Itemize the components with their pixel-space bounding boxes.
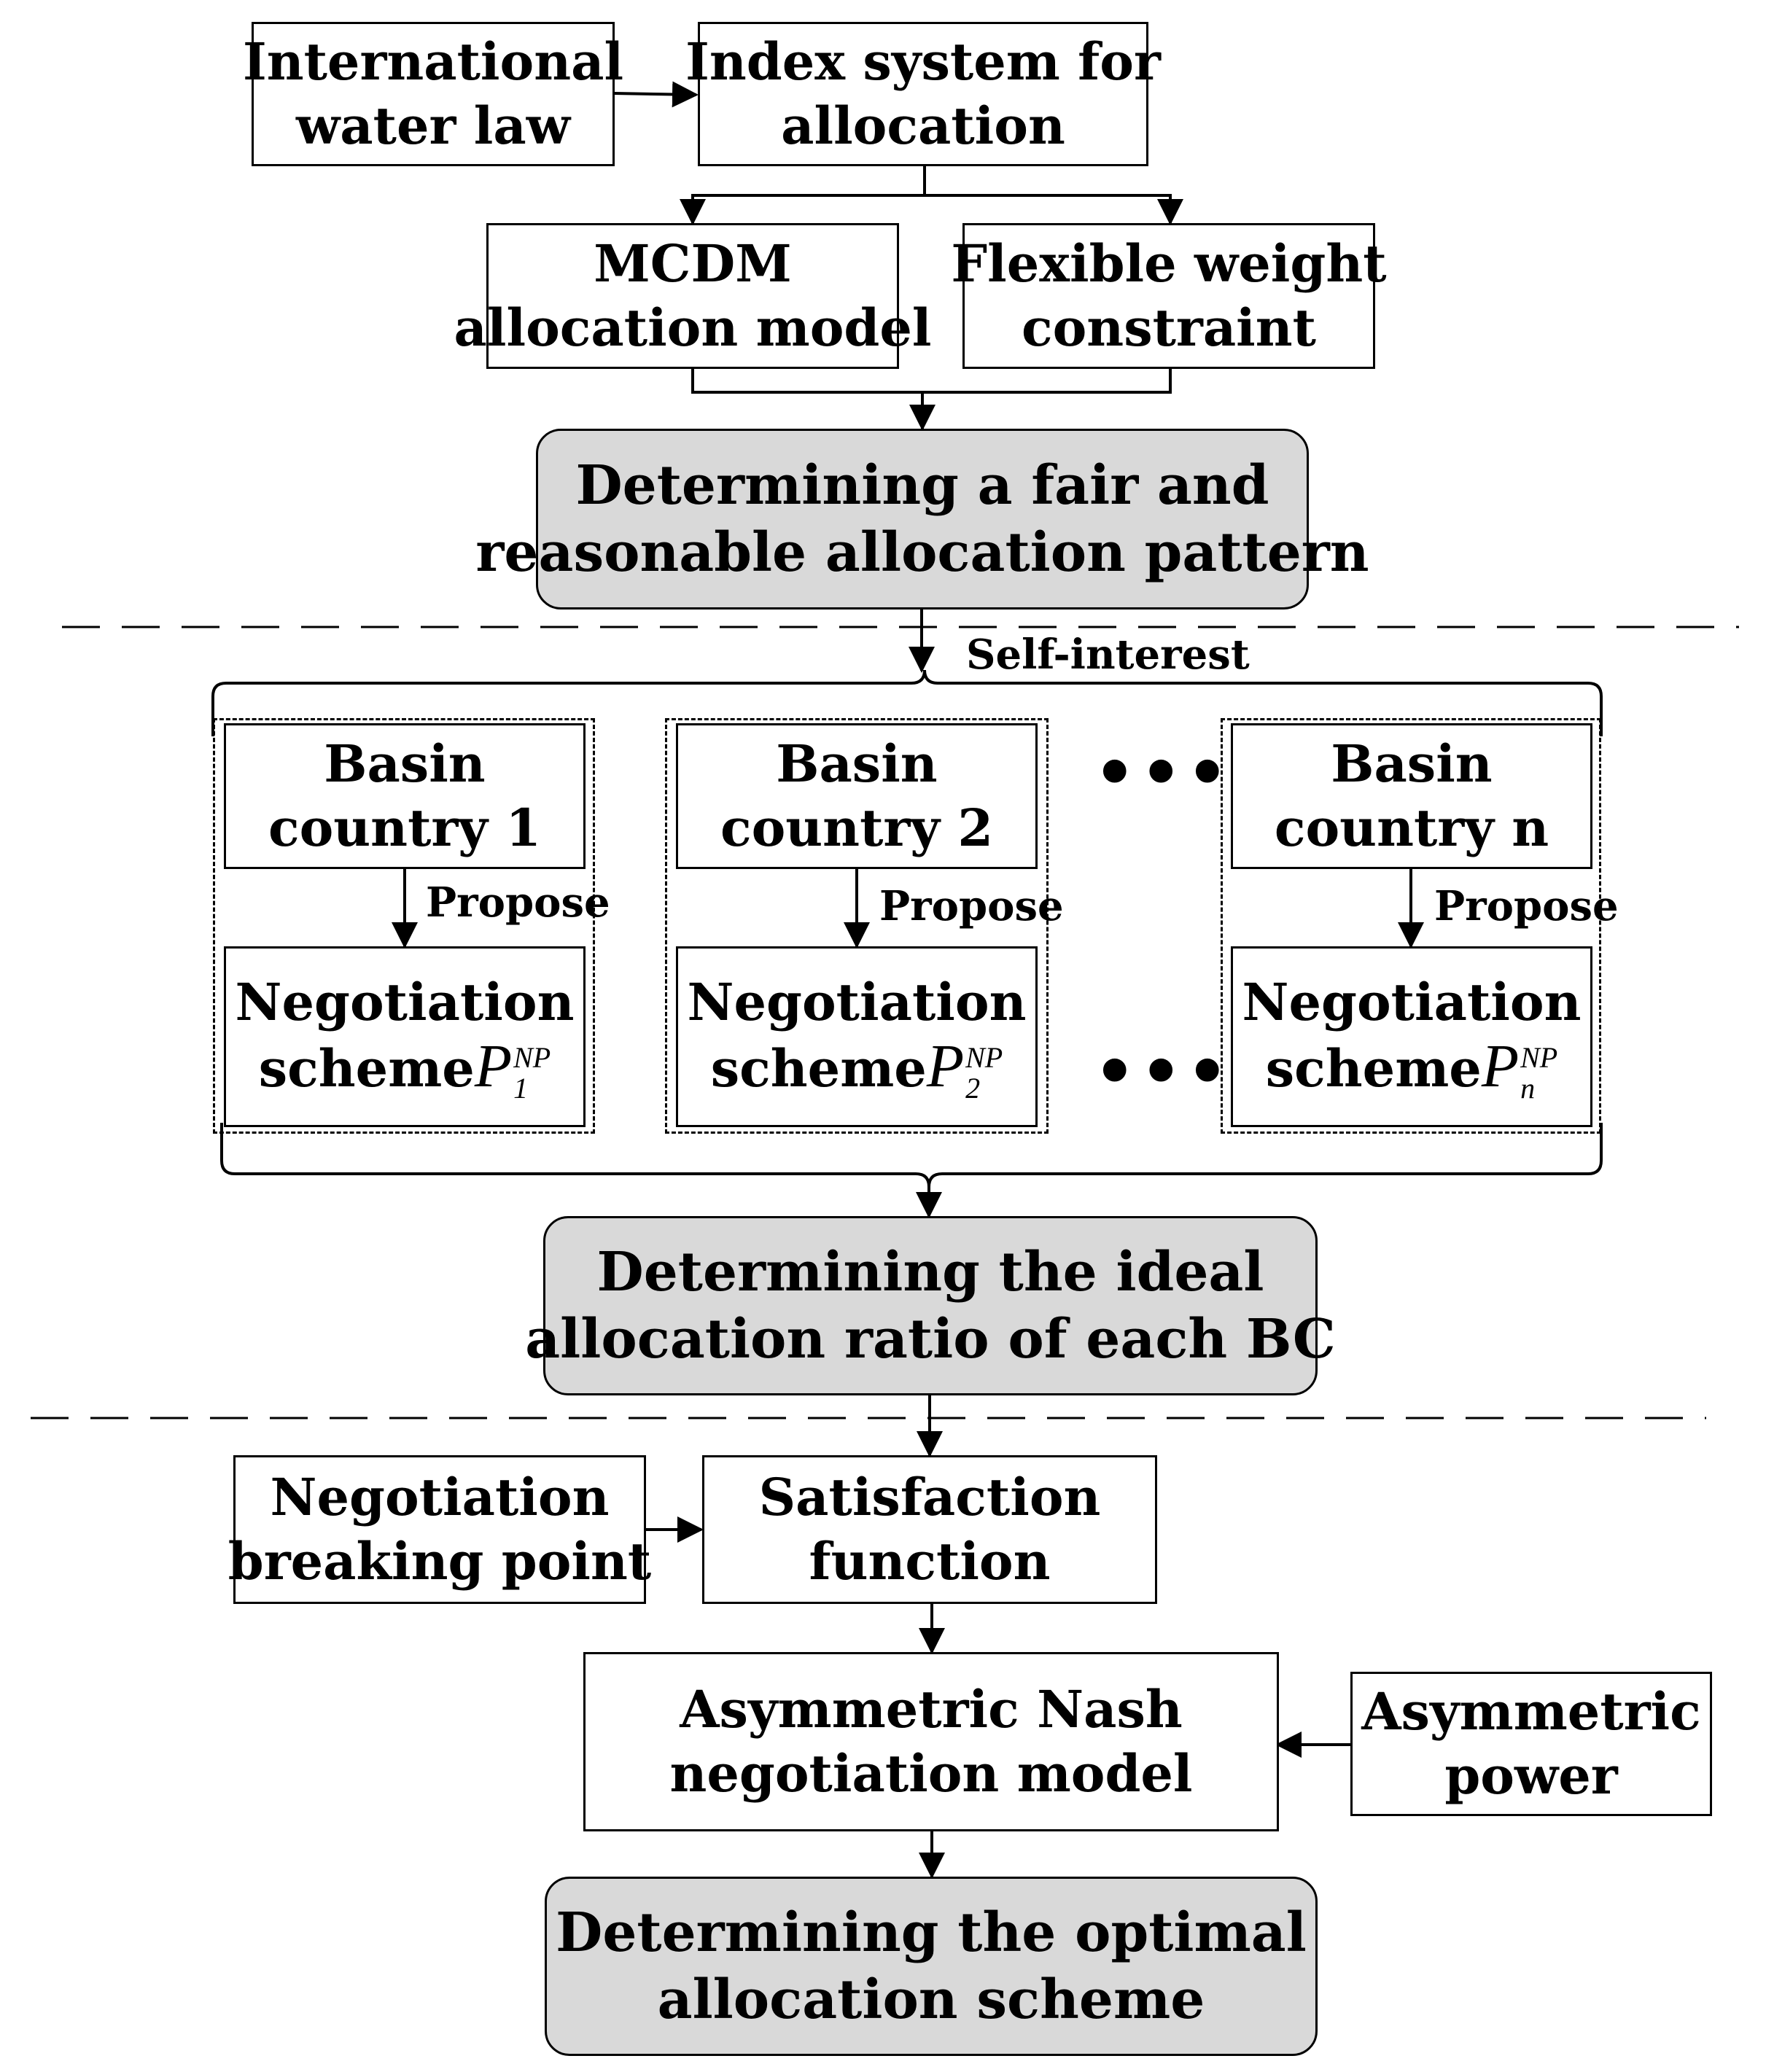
box-line: water law [296,96,570,156]
country-group-2 [665,718,1049,1134]
optimal-scheme-result: Determining the optimal allocation schem… [545,1877,1318,2056]
connector-index-split-right [925,194,1183,225]
box-line: country 1 [268,798,542,858]
scheme-word: scheme [258,1037,475,1099]
basin-country-2-box: Basin country 2 [676,723,1038,869]
superscript: NP [513,1040,551,1074]
p-symbol: P [474,1032,513,1100]
subscript: 2 [965,1071,981,1105]
box-line: Determining the optimal [556,1901,1307,1964]
box-line: Negotiation [235,971,575,1032]
propose-label-1: Propose [426,879,610,927]
country-group-n [1221,718,1601,1134]
scheme-word: scheme [710,1037,927,1099]
box-line: breaking point [227,1531,652,1592]
scheme-word: scheme [1265,1037,1482,1099]
self-interest-label: Self-interest [966,631,1250,679]
p-symbol: P [926,1032,965,1100]
box-line: reasonable allocation pattern [475,521,1369,584]
international-water-law-box: International water law [243,22,623,166]
ellipsis-bottom: ••• [1094,1033,1233,1110]
basin-country-1-box: Basin country 1 [224,723,586,869]
box-line: Basin [1331,733,1493,794]
ellipsis-top: ••• [1094,734,1233,811]
index-system-box: Index system for allocation [685,22,1161,166]
box-line: country n [1274,798,1549,858]
ideal-ratio-result: Determining the ideal allocation ratio o… [525,1216,1336,1395]
box-line: Basin [776,733,938,794]
top-brace [211,669,1603,736]
breaking-point-box: Negotiation breaking point [228,1455,651,1604]
satisfaction-function-box: Satisfaction function [702,1455,1157,1604]
box-line: function [809,1531,1051,1592]
mcdm-model-box: MCDM allocation model [454,223,931,369]
box-line: allocation scheme [657,1968,1205,2031]
propose-label-n: Propose [1434,882,1619,930]
box-line: Determining the ideal [596,1241,1264,1304]
box-line: country 2 [720,798,994,858]
superscript: NP [1520,1040,1558,1074]
box-line: power [1444,1745,1618,1806]
box-line: International [242,31,624,92]
box-line: Determining a fair and [575,454,1269,517]
connector-index-split [680,166,926,225]
box-line: Flexible weight [951,233,1387,294]
connector-merge-top [691,369,1172,394]
box-line: negotiation model [669,1743,1193,1804]
box-line: Basin [324,733,486,794]
propose-label-2: Propose [879,882,1064,930]
subscript: n [1520,1071,1536,1105]
box-line: Negotiation [1242,971,1582,1032]
box-line: Asymmetric Nash [680,1679,1183,1740]
superscript: NP [965,1040,1003,1074]
box-line: Satisfaction [758,1467,1101,1527]
flexible-weight-box: Flexible weight constraint [951,223,1387,369]
asymmetric-power-box: Asymmetric power [1350,1672,1712,1816]
box-line: Negotiation [270,1467,610,1527]
subscript: 1 [513,1071,529,1105]
p-symbol: P [1481,1032,1520,1100]
box-line: allocation model [454,297,932,358]
basin-country-n-box: Basin country n [1231,723,1592,869]
box-line: Negotiation [687,971,1027,1032]
box-line: Asymmetric [1361,1681,1701,1742]
asymmetric-nash-model-box: Asymmetric Nash negotiation model [583,1652,1279,1831]
fair-pattern-result: Determining a fair and reasonable alloca… [475,429,1369,609]
box-line: MCDM [594,233,792,294]
country-group-1 [213,718,595,1134]
box-line: allocation ratio of each BC [525,1308,1336,1371]
box-line: constraint [1021,297,1316,358]
arrow-law-to-index [613,81,699,108]
box-line: Index system for [685,31,1161,92]
box-line: allocation [781,96,1065,156]
